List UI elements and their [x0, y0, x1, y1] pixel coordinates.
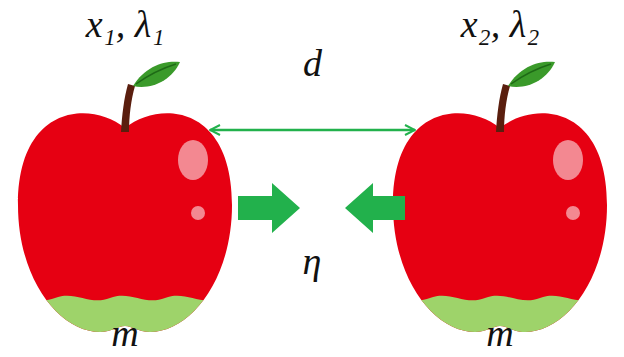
- variable-label: x₂, λ₂: [461, 0, 540, 46]
- apple-node: x₁, λ₁ m: [40, 0, 210, 357]
- mass-label: m: [111, 313, 138, 357]
- apple-node: x₂, λ₂ m: [415, 0, 585, 357]
- viscosity-label: η: [303, 241, 322, 283]
- force-arrow: [238, 183, 300, 233]
- distance-arrow: [210, 129, 415, 132]
- variable-label: x₁, λ₁: [86, 0, 165, 46]
- apple: [0, 62, 250, 357]
- distance-label: d: [303, 43, 322, 85]
- apple: [375, 62, 624, 357]
- mass-label: m: [486, 313, 513, 357]
- force-arrow: [345, 183, 405, 233]
